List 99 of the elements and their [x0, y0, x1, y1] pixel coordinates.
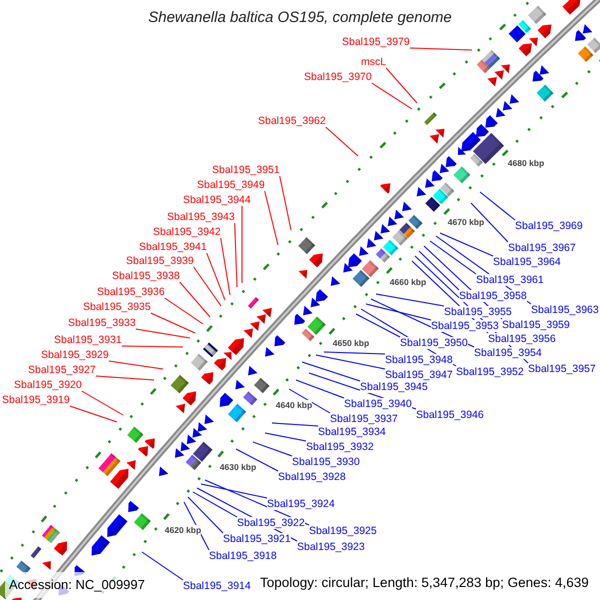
gene-label: Sbal195_3961	[476, 274, 544, 286]
gene-label: Sbal195_3914	[183, 580, 251, 592]
gene-label: Sbal195_3969	[515, 220, 583, 232]
gene-label: Sbal195_3938	[112, 270, 180, 282]
gene-label: Sbal195_3919	[2, 394, 70, 406]
gene-label: mscL	[361, 56, 386, 68]
leader-line	[108, 360, 164, 370]
scale-label: 4620 kbp	[164, 525, 202, 535]
gene-label: Sbal195_3964	[493, 256, 561, 268]
scale-label: 4680 kbp	[508, 158, 544, 168]
leader-line	[264, 432, 306, 442]
leader-line	[371, 82, 412, 110]
gene-label: Sbal195_3944	[183, 194, 251, 206]
leader-line	[164, 298, 204, 324]
leader-line	[440, 232, 494, 256]
gene-label: Sbal195_3918	[209, 550, 277, 562]
leader-line	[302, 362, 360, 382]
leader-line	[188, 496, 224, 534]
leader-line	[220, 238, 230, 296]
leader-line	[356, 314, 400, 338]
scale-label: 4630 kbp	[220, 462, 256, 472]
leader-line	[121, 346, 184, 348]
scale-label: 4670 kbp	[448, 217, 484, 227]
gene-label: Sbal195_3952	[456, 366, 524, 378]
leader-line	[236, 448, 278, 472]
gene-label: Sbal195_3936	[97, 286, 165, 298]
leader-line	[376, 294, 444, 306]
gene-label: Sbal195_3921	[223, 533, 291, 545]
leader-line	[418, 250, 460, 290]
gene-label: Sbal195_3951	[212, 164, 280, 176]
leader-line	[325, 126, 358, 156]
leader-line	[264, 190, 278, 246]
gene-label: Sbal195_3922	[237, 517, 305, 529]
gene-label: Sbal195_3924	[267, 498, 335, 510]
scale-label: 4640 kbp	[276, 400, 312, 410]
leader-line	[206, 252, 226, 300]
gene-label: Sbal195_3948	[385, 354, 453, 366]
leader-line	[234, 222, 238, 288]
leader-line	[324, 352, 386, 354]
leader-line	[150, 312, 196, 334]
leader-line	[386, 68, 418, 104]
leader-line	[252, 442, 292, 456]
gene-label: Sbal195_3929	[41, 349, 109, 361]
gene-label: Sbal195_3940	[344, 398, 412, 410]
gene-label: Sbal195_3962	[258, 115, 326, 127]
leader-line	[95, 376, 154, 380]
leader-line	[142, 552, 184, 580]
gene-label: Sbal195_3935	[83, 301, 151, 313]
gene-label: Sbal195_3967	[508, 242, 576, 254]
gene-label: Sbal195_3931	[54, 334, 122, 346]
leader-line	[179, 282, 210, 318]
leader-line	[480, 192, 516, 220]
gene-label: Sbal195_3954	[474, 347, 542, 359]
gene-label: Sbal195_3925	[309, 525, 377, 537]
gene-label: Sbal195_3927	[28, 364, 96, 376]
leader-line	[279, 176, 292, 230]
gene-label: Sbal195_3934	[318, 426, 386, 438]
gene-label: Sbal195_3946	[416, 409, 484, 421]
leader-line	[135, 328, 190, 338]
gene-label: Sbal195_3937	[330, 413, 398, 425]
gene-label: Sbal195_3923	[297, 541, 365, 553]
gene-label: Sbal195_3955	[444, 306, 512, 318]
leader-line	[272, 422, 318, 426]
leader-line	[288, 388, 330, 414]
gene-label: Sbal195_3930	[292, 456, 360, 468]
gene-label: Sbal195_3949	[197, 179, 265, 191]
gene-label: Sbal195_3945	[360, 381, 428, 393]
gene-label: Sbal195_3963	[531, 304, 599, 316]
gene-label: Sbal195_3928	[278, 471, 346, 483]
leader-line	[409, 48, 472, 50]
gene-label: Sbal195_3957	[528, 363, 596, 375]
leader-line	[193, 266, 222, 306]
gene-label: Sbal195_3942	[153, 226, 221, 238]
gene-label: Sbal195_3970	[304, 71, 372, 83]
gene-label: Sbal195_3953	[431, 320, 499, 332]
gene-label: Sbal195_3933	[68, 317, 136, 329]
gene-label: Sbal195_3932	[306, 441, 374, 453]
gene-label: Sbal195_3950	[400, 337, 468, 349]
gene-label: Sbal195_3920	[14, 379, 82, 391]
leader-line	[316, 354, 386, 370]
leader-line	[81, 390, 124, 416]
scale-label: 4660 kbp	[390, 277, 426, 287]
scale-label: 4650 kbp	[332, 338, 370, 348]
gene-label: Sbal195_3958	[459, 290, 527, 302]
gene-label: Sbal195_3979	[342, 36, 410, 48]
gene-label: Sbal195_3941	[139, 241, 207, 253]
gene-label: Sbal195_3956	[488, 333, 556, 345]
leader-line	[192, 492, 238, 518]
gene-label: Sbal195_3943	[167, 211, 235, 223]
leader-line	[470, 202, 508, 242]
gene-label: Sbal195_3939	[126, 255, 194, 267]
leader-line	[200, 484, 268, 498]
gene-label: Sbal195_3947	[385, 369, 453, 381]
leader-line	[296, 380, 344, 398]
leader-line	[69, 406, 118, 422]
gene-label: Sbal195_3959	[502, 319, 570, 331]
leader-line	[430, 240, 476, 274]
map-title: Shewanella baltica OS195, complete genome	[148, 9, 452, 27]
leader-line	[366, 304, 432, 320]
